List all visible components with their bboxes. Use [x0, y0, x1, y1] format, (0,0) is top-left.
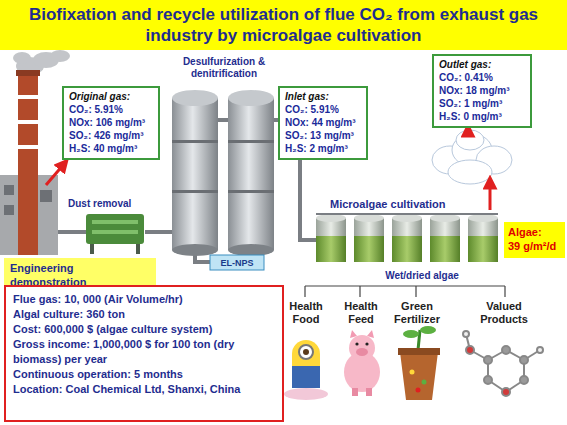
gas-heading: Original gas: — [69, 90, 153, 103]
gas-value: H₂S: 0 mg/m³ — [439, 110, 525, 123]
gas-value: SO₂: 426 mg/m³ — [69, 129, 153, 142]
gas-value: SO₂: 13 mg/m³ — [285, 129, 361, 142]
gas-box: Inlet gas:CO₂: 5.91%NOx: 44 mg/m³SO₂: 13… — [278, 86, 368, 160]
product-label: Health Food — [283, 300, 329, 326]
plant-pot-figure — [398, 326, 440, 400]
facts-box: Flue gas: 10, 000 (Air Volume/hr)Algal c… — [4, 285, 284, 422]
scrubber-towers — [172, 90, 274, 256]
products-bracket — [305, 286, 505, 297]
flow-arrow — [467, 130, 470, 132]
molecule-figure — [463, 331, 543, 396]
gas-box: Original gas:CO₂: 5.91%NOx: 106 mg/m³SO₂… — [62, 86, 160, 160]
gas-value: CO₂: 5.91% — [285, 103, 361, 116]
equipment-label: Microalgae cultivation — [330, 198, 470, 210]
product-label: Valued Products — [468, 300, 540, 326]
equipment-label: Desulfurization & denitrification — [166, 56, 282, 80]
dust-removal-unit — [86, 214, 144, 254]
health-food-figure — [284, 340, 328, 400]
gas-value: NOx: 106 mg/m³ — [69, 116, 153, 129]
productivity-box: Algae:39 g/m²/d — [504, 222, 565, 258]
flow-arrow — [489, 182, 492, 210]
bracket-label: Wet/dried algae — [372, 270, 472, 282]
gas-heading: Outlet gas: — [439, 58, 525, 71]
product-label: Green Fertilizer — [386, 300, 448, 326]
equipment-label: Dust removal — [68, 198, 152, 210]
pig-figure — [344, 330, 380, 396]
fact-line: Flue gas: 10, 000 (Air Volume/hr) — [13, 292, 275, 307]
fact-line: Cost: 600,000 $ (algae culture system) — [13, 322, 275, 337]
fact-line: Location: Coal Chemical Ltd, Shanxi, Chi… — [13, 382, 275, 397]
gas-value: H₂S: 2 mg/m³ — [285, 142, 361, 155]
gas-value: NOx: 44 mg/m³ — [285, 116, 361, 129]
gas-box: Outlet gas:CO₂: 0.41%NOx: 18 mg/m³SO₂: 1… — [432, 54, 532, 128]
el-nps-unit — [210, 255, 264, 270]
fact-line: Algal culture: 360 ton — [13, 307, 275, 322]
productivity-heading: Algae: — [508, 225, 561, 239]
product-label: Health Feed — [338, 300, 384, 326]
gas-value: CO₂: 5.91% — [69, 103, 153, 116]
gas-value: NOx: 18 mg/m³ — [439, 84, 525, 97]
fact-line: Continuous operation: 5 months — [13, 367, 275, 382]
gas-value: SO₂: 1 mg/m³ — [439, 97, 525, 110]
factory — [0, 70, 58, 255]
gas-heading: Inlet gas: — [285, 90, 361, 103]
gas-value: CO₂: 0.41% — [439, 71, 525, 84]
equipment-label: EL-NPS — [210, 257, 264, 269]
fact-line: Gross income: 1,000,000 $ for 100 ton (d… — [13, 337, 275, 367]
outlet-cloud — [432, 130, 512, 184]
productivity-value: 39 g/m²/d — [508, 239, 561, 253]
algae-tanks — [316, 214, 498, 262]
smoke — [13, 50, 70, 75]
gas-value: H₂S: 40 mg/m³ — [69, 142, 153, 155]
flow-arrow — [46, 164, 64, 185]
diagram-title: Biofixation and recycle utilization of f… — [0, 0, 567, 50]
